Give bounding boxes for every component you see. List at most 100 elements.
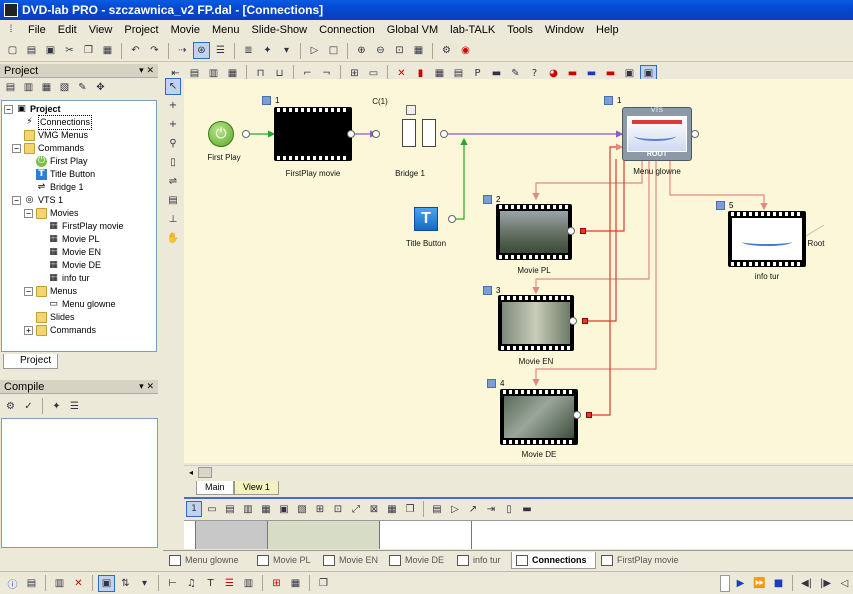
add-movie-icon[interactable]: ▦ (41, 82, 52, 93)
layout-grid-icon[interactable]: ▦ (227, 67, 238, 79)
collapse-icon[interactable]: − (12, 196, 21, 205)
timeline-cell[interactable] (184, 521, 196, 549)
menu-file[interactable]: File (28, 24, 46, 36)
prev-frame-icon[interactable]: ◀| (800, 577, 813, 589)
first-play-node[interactable]: ⏻ (208, 121, 234, 147)
chapter-icon[interactable]: ▤ (453, 67, 464, 79)
bars-icon[interactable]: ☰ (225, 577, 234, 589)
link-marker[interactable] (580, 228, 586, 234)
pgc-icon[interactable]: P (474, 67, 481, 79)
menu-global-vm[interactable]: Global VM (386, 24, 439, 36)
connector-dot[interactable] (448, 215, 456, 223)
tree-node-menu-glowne[interactable]: ▭Menu glowne (49, 299, 116, 309)
link-de-menu[interactable] (588, 143, 624, 416)
paste-icon[interactable]: ▦ (102, 45, 113, 56)
doc-tab-menu-glowne[interactable]: Menu glowne (165, 552, 239, 569)
menu-movie[interactable]: Movie (170, 24, 200, 36)
sort-dropdown-icon[interactable]: ▾ (141, 577, 148, 589)
list-icon[interactable]: ≣ (244, 45, 253, 56)
timeline-area[interactable] (184, 520, 853, 549)
tree-node-project[interactable]: −▣Project (4, 103, 61, 116)
link-marker[interactable] (586, 412, 592, 418)
link-tool-icon[interactable]: ⇢ (178, 45, 187, 56)
tree-node-movie-pl[interactable]: ▦Movie PL (49, 234, 100, 244)
wizard-icon[interactable]: ✦ (263, 45, 272, 56)
properties-icon[interactable]: ☰ (216, 45, 225, 56)
preview-icon[interactable]: ▣ (624, 67, 635, 79)
tree-node-vts[interactable]: −◎VTS 1 (12, 194, 63, 207)
zoom-out-icon[interactable]: ⊖ (376, 45, 385, 56)
layout-alt-icon[interactable]: ▥ (208, 67, 219, 79)
link-menu-info[interactable] (669, 159, 768, 211)
node-tool-icon[interactable]: ▯ (170, 157, 176, 168)
play-chapter-icon[interactable]: ▷ (451, 503, 459, 515)
menu-slide-show[interactable]: Slide-Show (251, 24, 308, 36)
timeline-cell[interactable] (472, 521, 853, 549)
firstplay-movie-node[interactable] (274, 107, 352, 161)
add-command-icon[interactable]: ✎ (78, 82, 87, 93)
mark-red2-icon[interactable]: ▬ (605, 67, 616, 79)
snap-icon[interactable]: ⊞ (350, 67, 359, 79)
tree-node-movies[interactable]: −Movies (24, 207, 79, 220)
doc-tab-movie-en[interactable]: Movie EN (319, 552, 378, 569)
palette-icon[interactable]: ▦ (290, 577, 301, 589)
pie-icon[interactable]: ◕ (549, 67, 558, 79)
bridge-node[interactable] (384, 105, 440, 147)
menu-view[interactable]: View (88, 24, 113, 36)
bridge-tool-icon[interactable]: ⇌ (168, 176, 178, 187)
panel-pin-close-icon[interactable]: ▾ ✕ (139, 382, 154, 392)
play-icon[interactable]: ▶ (736, 577, 745, 589)
connector-dot[interactable] (347, 130, 355, 138)
color-fill-icon[interactable]: ▮ (417, 67, 424, 79)
script-icon[interactable]: ▧ (297, 503, 307, 515)
expand-icon[interactable]: + (24, 326, 33, 335)
zoom-tool-icon[interactable]: ⚲ (169, 138, 177, 149)
tree-node-firstplay-movie[interactable]: ▦FirstPlay movie (49, 221, 124, 231)
link-menu-de[interactable] (532, 159, 657, 387)
zoom-in-icon[interactable]: ⊕ (357, 45, 366, 56)
subtitle-icon[interactable]: ▥ (243, 503, 253, 515)
connection-mode-icon[interactable]: ⊛ (193, 42, 210, 59)
audio-track-icon[interactable]: ♫ (187, 577, 196, 589)
comment-icon[interactable]: ✎ (511, 67, 520, 79)
mark-blue-icon[interactable]: ▬ (586, 67, 597, 79)
timeline-cell[interactable] (380, 521, 472, 549)
tree-node-vmg-menus[interactable]: VMG Menus (24, 129, 88, 142)
collapse-icon[interactable]: − (4, 105, 13, 114)
compile-settings-icon[interactable]: ✦ (52, 400, 61, 412)
snapshot-icon[interactable]: ▣ (279, 503, 289, 515)
new-file-icon[interactable]: ▢ (7, 45, 18, 56)
link-icon[interactable]: + (168, 100, 178, 111)
disconnect-icon[interactable]: ⊔ (275, 67, 284, 79)
copy-icon[interactable]: ❐ (84, 45, 93, 56)
doc-tab-firstplay-movie[interactable]: FirstPlay movie (597, 552, 679, 569)
route-alt-icon[interactable]: ¬ (322, 67, 331, 79)
add-vts-icon[interactable]: ▤ (5, 82, 16, 93)
play-disabled-icon[interactable]: ▷ (310, 45, 319, 56)
menu-edit[interactable]: Edit (57, 24, 77, 36)
delete-icon[interactable]: ✕ (74, 577, 83, 589)
compile-icon[interactable]: ⚙ (442, 45, 451, 56)
doc-tab-movie-pl[interactable]: Movie PL (253, 552, 311, 569)
tree-node-bridge[interactable]: ⇌Bridge 1 (37, 182, 84, 192)
scroll-left-icon[interactable]: ◂ (188, 468, 193, 477)
add-slideshow-icon[interactable]: ▧ (59, 82, 70, 93)
doc-tab-connections[interactable]: Connections (511, 552, 596, 569)
title-button-node[interactable]: T (414, 207, 438, 231)
layout-icon[interactable]: ▤ (189, 67, 200, 79)
exit-icon[interactable]: ⇥ (486, 503, 496, 515)
dropdown-arrow-icon[interactable]: ▾ (283, 45, 290, 56)
info-tur-node[interactable] (728, 211, 806, 267)
chart-icon[interactable]: ▥ (243, 577, 254, 589)
link-title-bridge[interactable] (456, 137, 468, 220)
menu-glowne-node[interactable]: VTS ROOT (622, 107, 692, 161)
next-frame-icon[interactable]: |▶ (819, 577, 832, 589)
link-alt-icon[interactable]: + (168, 119, 178, 130)
connector-dot[interactable] (372, 130, 380, 138)
scroll-thumb[interactable] (198, 467, 212, 478)
menu-project[interactable]: Project (124, 24, 159, 36)
cell-icon[interactable]: ▯ (506, 503, 512, 515)
connector-dot[interactable] (691, 130, 699, 138)
link-marker[interactable] (582, 318, 588, 324)
